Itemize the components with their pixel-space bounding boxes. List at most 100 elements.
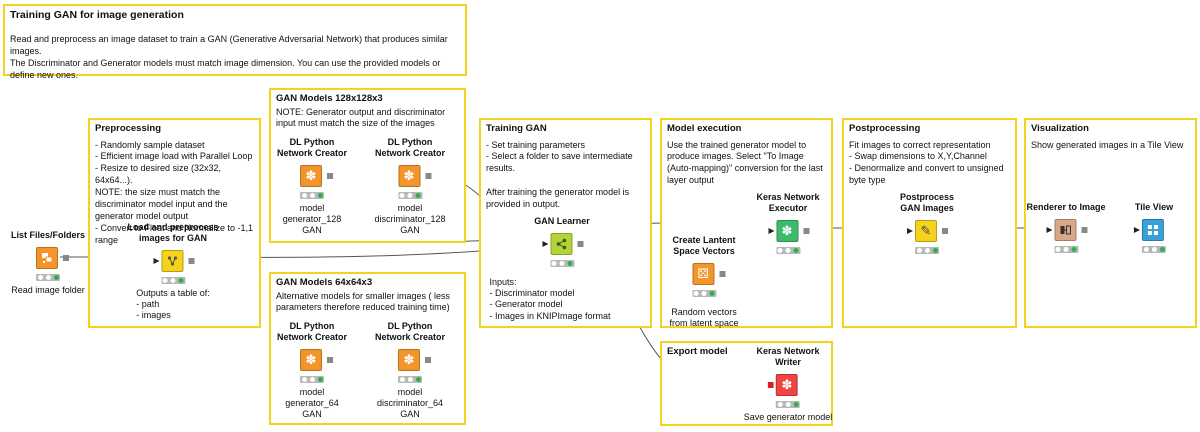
node-label: model discriminator_128 GAN — [374, 202, 446, 236]
node-label: Inputs: - Discriminator model - Generato… — [489, 276, 611, 321]
node-label: Save generator model — [743, 411, 833, 422]
node-keras-writer[interactable]: Keras Network Writer ✽ Save generator mo… — [744, 346, 833, 423]
annotation-main-title: Training GAN for image generation — [10, 9, 184, 21]
node-dl-python-discriminator-128[interactable]: DL Python Network Creator ✽ model discri… — [374, 137, 445, 236]
annotation-visualization: Visualization Show generated images in a… — [1024, 118, 1197, 328]
input-port[interactable] — [153, 257, 159, 264]
input-port[interactable] — [768, 381, 774, 388]
annotation-preprocessing-body: - Randomly sample dataset - Efficient im… — [95, 139, 254, 245]
node-title: DL Python Network Creator — [374, 137, 446, 158]
annotation-training: Training GAN - Set training parameters -… — [479, 118, 652, 328]
node-title: DL Python Network Creator — [276, 137, 348, 158]
status-indicator — [1141, 245, 1166, 253]
output-port[interactable] — [1081, 226, 1087, 233]
annotation-visualization-body: Show generated images in a Tile View — [1031, 139, 1184, 150]
network-icon[interactable]: ✽ — [776, 373, 798, 396]
node-dl-python-generator-128[interactable]: DL Python Network Creator ✽ model genera… — [277, 137, 347, 236]
output-port[interactable] — [327, 172, 333, 179]
network-icon[interactable]: ✽ — [776, 219, 798, 242]
annotation-postprocessing-body: Fit images to correct representation - S… — [849, 139, 1004, 186]
network-icon[interactable]: ✽ — [398, 348, 420, 371]
network-icon[interactable]: ✽ — [300, 164, 322, 187]
annotation-gan128-body: NOTE: Generator output and discriminator… — [276, 106, 446, 129]
node-label: model generator_128 GAN — [282, 202, 342, 236]
annotation-execution: Model execution Use the trained generato… — [660, 118, 833, 328]
status-indicator — [397, 191, 422, 199]
output-port[interactable] — [188, 257, 194, 264]
output-port[interactable] — [327, 356, 333, 363]
network-icon[interactable]: ✽ — [300, 348, 322, 371]
node-postprocess[interactable]: Postprocess GAN Images ✎ — [900, 192, 954, 254]
node-label: Random vectors from latent space — [669, 306, 739, 328]
input-port[interactable] — [907, 227, 913, 234]
output-port[interactable] — [576, 240, 583, 247]
node-title: Keras Network Writer — [756, 346, 820, 367]
input-port[interactable] — [768, 227, 774, 234]
status-indicator — [161, 276, 185, 284]
node-gan-learner[interactable]: GAN Learner Inputs: - Discriminator mode… — [489, 216, 610, 322]
node-title: List Files/Folders — [10, 230, 86, 240]
annotation-gan128-title: GAN Models 128x128x3 — [276, 93, 383, 104]
annotation-postprocessing-title: Postprocessing — [849, 123, 921, 134]
annotation-preprocessing-title: Preprocessing — [95, 123, 161, 134]
node-title: Keras Network Executor — [756, 192, 820, 213]
output-port[interactable] — [803, 227, 809, 234]
annotation-training-title: Training GAN — [486, 123, 547, 134]
component-icon[interactable] — [549, 232, 572, 255]
pencil-icon[interactable]: ✎ — [915, 219, 937, 242]
network-icon[interactable]: ✽ — [397, 164, 420, 187]
status-indicator — [776, 246, 800, 254]
status-indicator — [398, 375, 422, 383]
node-list-files[interactable]: List Files/Folders Read image folder — [11, 230, 85, 296]
node-label: Outputs a table of: - path - images — [136, 287, 210, 321]
status-indicator — [776, 400, 800, 408]
node-title: DL Python Network Creator — [374, 321, 446, 342]
node-dl-python-generator-64[interactable]: DL Python Network Creator ✽ model genera… — [277, 321, 347, 420]
folder-list-icon[interactable] — [36, 246, 58, 269]
node-title: GAN Learner — [534, 216, 590, 226]
status-indicator — [300, 191, 324, 199]
node-renderer-to-image[interactable]: Renderer to Image — [1026, 202, 1106, 253]
output-port[interactable] — [424, 172, 431, 179]
renderer-icon[interactable] — [1054, 218, 1076, 241]
output-port[interactable] — [942, 227, 948, 234]
annotation-gan64-title: GAN Models 64x64x3 — [276, 277, 373, 288]
annotation-export: Export model — [660, 341, 833, 426]
metanode-icon[interactable] — [161, 249, 183, 272]
output-port[interactable] — [63, 254, 69, 261]
output-port[interactable] — [425, 356, 431, 363]
status-indicator — [36, 273, 60, 281]
status-indicator — [300, 375, 324, 383]
random-icon[interactable]: ⚄ — [691, 262, 714, 285]
status-indicator — [1054, 245, 1078, 253]
annotation-gan64: GAN Models 64x64x3 Alternative models fo… — [269, 272, 466, 425]
tile-view-icon[interactable] — [1141, 218, 1164, 241]
node-title: Create Lantent Space Vectors — [672, 235, 736, 256]
node-title: Tile View — [1134, 202, 1174, 212]
output-port[interactable] — [718, 270, 725, 277]
status-indicator — [691, 289, 716, 297]
node-keras-executor[interactable]: Keras Network Executor ✽ — [756, 192, 820, 254]
input-port[interactable] — [1046, 226, 1052, 233]
node-latent-vectors[interactable]: Create Lantent Space Vectors ⚄ Random ve… — [669, 235, 738, 329]
node-title: DL Python Network Creator — [276, 321, 348, 342]
annotation-execution-body: Use the trained generator model to produ… — [667, 139, 823, 186]
annotation-preprocessing: Preprocessing - Randomly sample dataset … — [88, 118, 261, 328]
node-title: Load and preprocess images for GAN — [127, 222, 219, 243]
annotation-training-body: - Set training parameters - Select a fol… — [486, 139, 633, 209]
node-title: Postprocess GAN Images — [899, 192, 955, 213]
annotation-execution-title: Model execution — [667, 123, 742, 134]
node-tile-view[interactable]: Tile View — [1133, 202, 1174, 253]
node-load-images[interactable]: Load and preprocess images for GAN Outpu… — [127, 222, 218, 321]
node-title: Renderer to Image — [1026, 202, 1106, 212]
node-label: Read image folder — [11, 284, 85, 295]
node-label: model generator_64 GAN — [285, 386, 339, 420]
status-indicator — [549, 259, 574, 267]
input-port[interactable] — [1133, 226, 1140, 233]
annotation-gan64-body: Alternative models for smaller images ( … — [276, 290, 451, 313]
node-dl-python-discriminator-64[interactable]: DL Python Network Creator ✽ model discri… — [375, 321, 445, 420]
input-port[interactable] — [541, 240, 548, 247]
annotation-main: Training GAN for image generation Read a… — [3, 4, 467, 80]
annotation-export-title: Export model — [667, 346, 728, 357]
annotation-visualization-title: Visualization — [1031, 123, 1089, 134]
